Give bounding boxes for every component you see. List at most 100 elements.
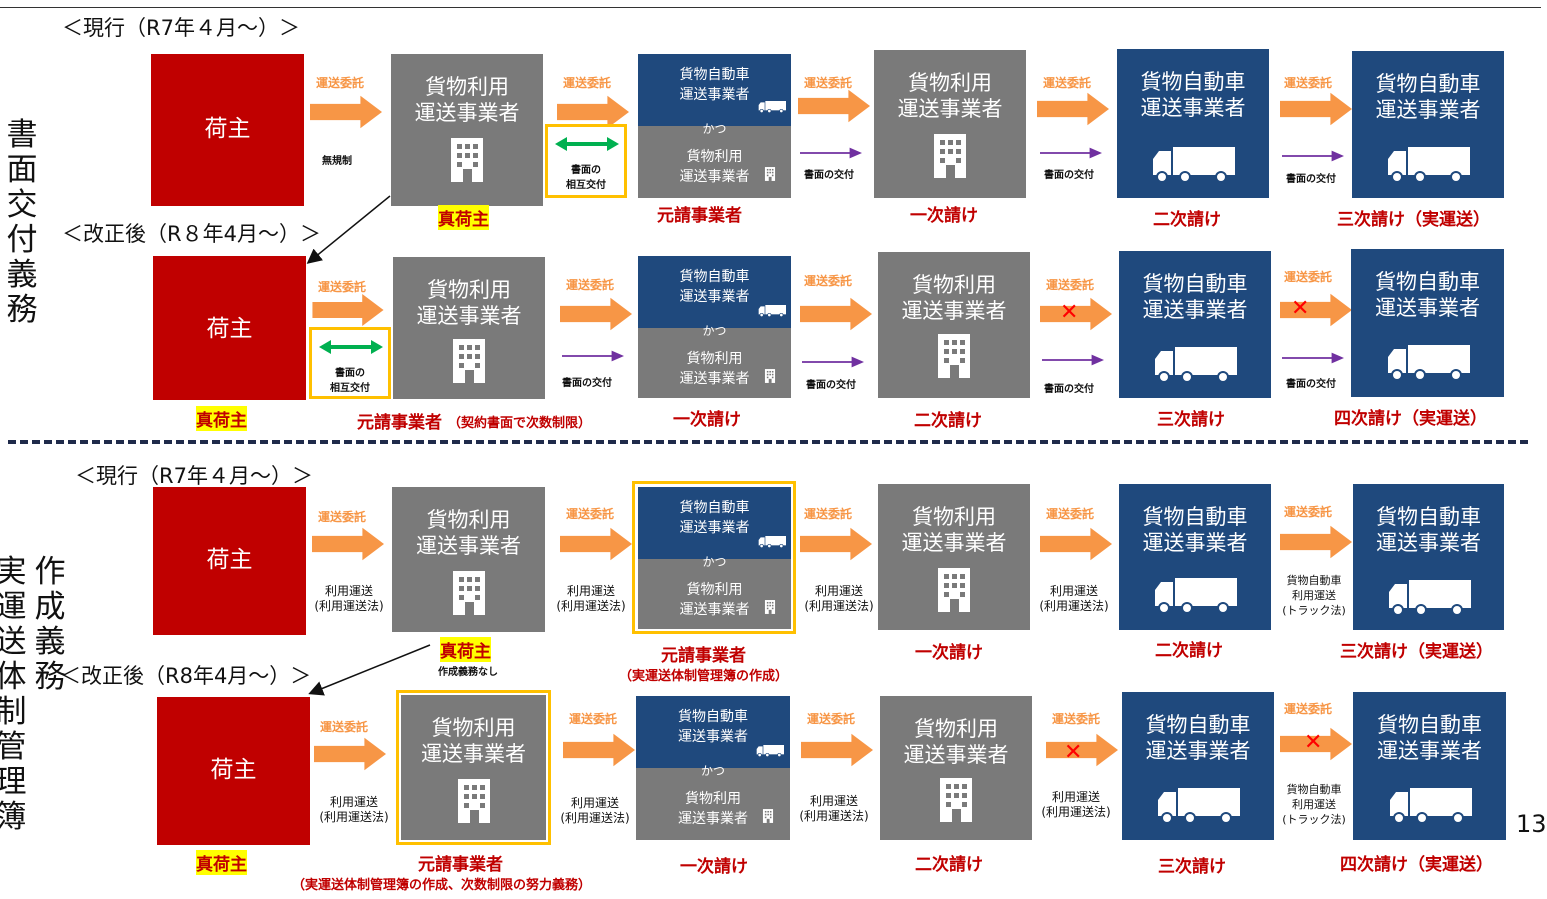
prohibited-cross-icon: ✕ xyxy=(1304,730,1323,755)
forwarder-line1: 貨物利用 xyxy=(912,505,996,529)
second-label: 二次請け xyxy=(1153,210,1221,230)
consign-arrow xyxy=(1040,527,1112,561)
section-divider xyxy=(8,440,1528,444)
shipper-box: 荷主 xyxy=(151,54,304,206)
forwarder-box: 貨物利用 運送事業者 xyxy=(874,50,1026,198)
mutual-label-line1: 書面の xyxy=(571,165,601,176)
truck-icon xyxy=(1156,788,1240,824)
building-icon xyxy=(450,339,488,383)
shipper-label: 荷主 xyxy=(210,757,257,783)
split-top-line1: 貨物自動車 xyxy=(678,709,748,725)
forwarder-box: 貨物利用 運送事業者 xyxy=(878,484,1030,630)
use-transport-label: 利用運送(利用運送法) xyxy=(556,584,626,613)
doc-delivery-arrow xyxy=(1042,354,1104,366)
shipper-box: 荷主 xyxy=(153,487,306,635)
prime-label: 元請事業者 xyxy=(357,413,442,433)
forwarder-box: 貨物利用 運送事業者 xyxy=(392,487,545,632)
trucking-line2: 運送事業者 xyxy=(1145,739,1251,763)
third-actual-label: 三次請け（実運送） xyxy=(1340,642,1493,662)
doc-delivery-label: 書面の交付 xyxy=(562,378,612,389)
building-icon xyxy=(764,368,776,384)
split-top-line1: 貨物自動車 xyxy=(679,500,750,516)
second-label: 二次請け xyxy=(915,855,983,875)
first-label: 一次請け xyxy=(910,206,978,226)
third-label: 三次請け xyxy=(1157,410,1225,430)
prohibited-cross-icon: ✕ xyxy=(1291,296,1310,321)
truck-icon xyxy=(756,744,784,758)
trucking-line1: 貨物自動車 xyxy=(1375,270,1480,294)
prime-label: 元請事業者 xyxy=(657,206,742,226)
consign-label: 運送委託 xyxy=(1052,712,1101,726)
forwarder-box: 貨物利用 運送事業者 xyxy=(878,252,1030,398)
consign-label: 運送委託 xyxy=(569,712,618,726)
forwarder-box: 貨物利用 運送事業者 xyxy=(880,696,1032,840)
true-shipper-label: 真荷主 xyxy=(438,205,489,230)
trucking-line2: 運送事業者 xyxy=(1377,739,1482,763)
ledger-limit-note: （実運送体制管理簿の作成、次数制限の努力義務） xyxy=(292,878,592,893)
building-icon xyxy=(762,808,774,824)
trucking-box: 貨物自動車 運送事業者 xyxy=(1119,251,1271,398)
split-and: かつ xyxy=(702,324,727,338)
doc-delivery-label: 書面の交付 xyxy=(1286,174,1336,185)
fourth-actual-label: 四次請け（実運送） xyxy=(1340,855,1493,875)
prohibited-cross-icon: ✕ xyxy=(1060,300,1079,325)
split-bot-line1: 貨物利用 xyxy=(685,791,741,807)
forwarder-line2: 運送事業者 xyxy=(421,742,526,766)
trucking-line1: 貨物自動車 xyxy=(1376,505,1481,529)
shipper-box: 荷主 xyxy=(157,697,310,845)
trucking-box: 貨物自動車 運送事業者 xyxy=(1353,692,1506,840)
truck-icon xyxy=(1387,580,1471,616)
use-transport-label: 利用運送(利用運送法) xyxy=(319,795,389,824)
mutual-label-line2: 相互交付 xyxy=(330,383,370,394)
trucking-line1: 貨物自動車 xyxy=(1142,505,1248,529)
consign-label: 運送委託 xyxy=(563,76,612,90)
fourth-actual-label: 四次請け（実運送） xyxy=(1334,409,1487,429)
section1-revised-heading: ＜改正後（R８年4月～）＞ xyxy=(62,222,321,246)
true-shipper-label: 真荷主 xyxy=(196,850,247,875)
consign-label: 運送委託 xyxy=(320,720,369,734)
no-obligation-label: 作成義務なし xyxy=(438,667,498,678)
split-top-line2: 運送事業者 xyxy=(679,289,750,305)
trucking-box: 貨物自動車 運送事業者 xyxy=(1351,249,1504,397)
forwarder-line2: 運送事業者 xyxy=(416,304,522,328)
consign-label: 運送委託 xyxy=(804,507,853,521)
second-label: 二次請け xyxy=(1155,641,1223,661)
split-bot-line1: 貨物利用 xyxy=(686,351,743,367)
consign-label: 運送委託 xyxy=(807,712,856,726)
forwarder-line2: 運送事業者 xyxy=(414,101,520,125)
consign-arrow xyxy=(314,737,386,771)
consign-label: 運送委託 xyxy=(804,76,853,90)
truck-icon xyxy=(758,535,786,549)
shipper-label: 荷主 xyxy=(206,547,253,573)
true-shipper-label: 真荷主 xyxy=(440,637,491,662)
truck-icon xyxy=(758,304,786,318)
consign-label: 運送委託 xyxy=(1043,76,1092,90)
split-bot-line1: 貨物利用 xyxy=(686,149,743,165)
mutual-delivery-frame: 書面の 相互交付 xyxy=(545,124,627,198)
shipper-label: 荷主 xyxy=(206,316,253,342)
consign-label: 運送委託 xyxy=(318,280,367,294)
split-bot-line2: 運送事業者 xyxy=(679,169,750,185)
consign-arrow xyxy=(560,297,632,331)
forwarder-line2: 運送事業者 xyxy=(903,743,1009,767)
consign-arrow xyxy=(1280,525,1352,559)
truck-icon xyxy=(1153,578,1237,614)
mutual-label-line2: 相互交付 xyxy=(566,180,606,191)
building-icon xyxy=(935,334,973,378)
split-and: かつ xyxy=(702,555,727,569)
split-bot-line1: 貨物利用 xyxy=(686,582,743,598)
trucking-line2: 運送事業者 xyxy=(1140,96,1246,120)
section2-revised-heading: ＜改正後（R8年4月～）＞ xyxy=(60,664,312,688)
trucking-line1: 貨物自動車 xyxy=(1142,272,1248,296)
truck-icon xyxy=(1386,345,1470,381)
consign-arrow xyxy=(312,294,384,326)
split-top-line1: 貨物自動車 xyxy=(679,67,750,83)
split-and: かつ xyxy=(700,764,725,778)
consign-arrow xyxy=(563,733,635,767)
trucking-line2: 運送事業者 xyxy=(1375,296,1480,320)
trucking-box: 貨物自動車 運送事業者 xyxy=(1353,484,1504,630)
forwarder-line2: 運送事業者 xyxy=(416,534,521,558)
consign-label: 運送委託 xyxy=(1284,76,1333,90)
building-icon xyxy=(764,599,776,615)
forwarder-line1: 貨物利用 xyxy=(912,273,996,297)
